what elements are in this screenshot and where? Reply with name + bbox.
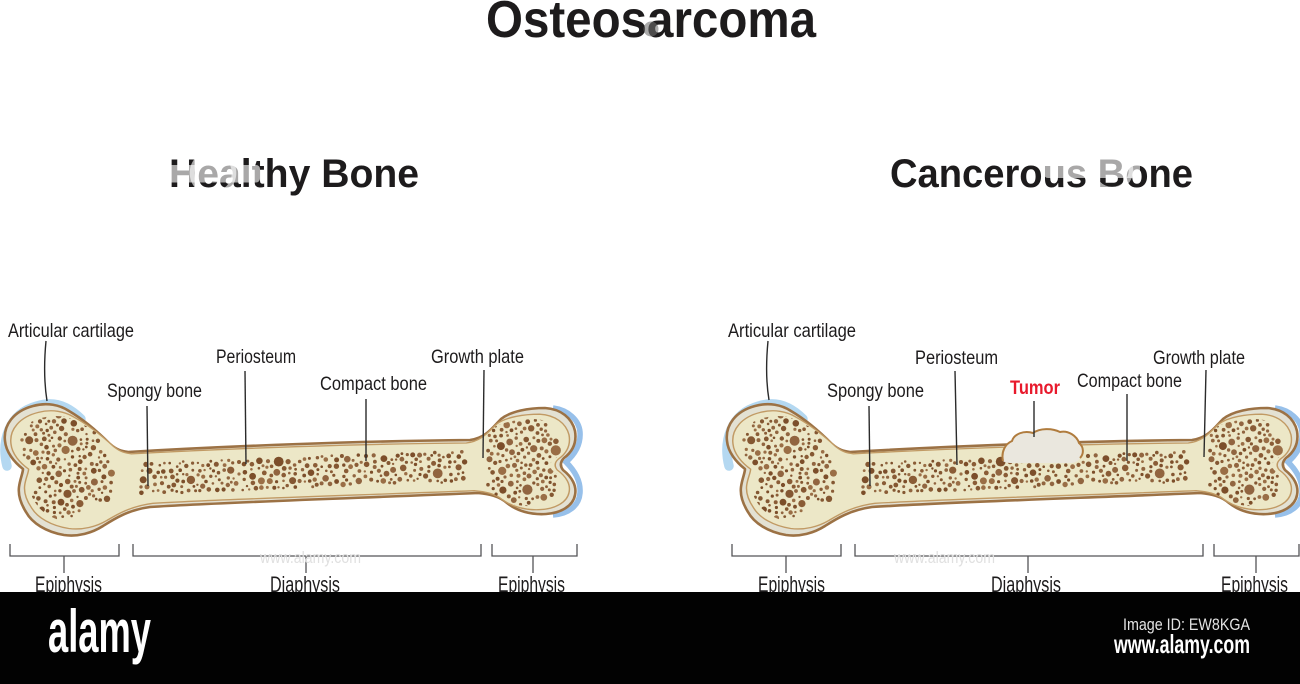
tumor-shape: [1001, 428, 1084, 463]
cancerous-bone-illustration: [727, 404, 1300, 536]
bracket-diaphysis-1: [132, 544, 482, 573]
brackets-cancerous: [731, 544, 1300, 573]
leader-periosteum-1: [244, 370, 247, 465]
leader-spongy-bone-1: [146, 405, 149, 487]
bracket-epiphysis-right-1: [491, 544, 578, 573]
footer-website: www.alamy.com: [1114, 631, 1250, 660]
alamy-logo: alamy: [48, 597, 152, 666]
bracket-epiphysis-left-1: [9, 544, 120, 573]
leader-spongy-bone-2: [868, 405, 871, 487]
leader-articular-cartilage-1: [43, 340, 48, 402]
bracket-epiphysis-right-2: [1213, 544, 1300, 573]
healthy-bone-illustration: [5, 404, 580, 536]
leader-growth-plate-1: [482, 369, 485, 459]
alamy-footer-bar: alamy Image ID: EW8KGA www.alamy.com: [0, 592, 1300, 684]
leader-growth-plate-2: [1203, 369, 1207, 458]
leader-periosteum-2: [954, 370, 958, 466]
leader-lines-healthy: [43, 340, 485, 487]
footer-image-id: Image ID: EW8KGA: [1123, 615, 1250, 635]
leader-articular-cartilage-2: [765, 340, 770, 401]
leader-lines-cancerous: [765, 340, 1207, 487]
bracket-diaphysis-2: [854, 544, 1204, 573]
brackets-healthy: [9, 544, 578, 573]
bracket-epiphysis-left-2: [731, 544, 842, 573]
